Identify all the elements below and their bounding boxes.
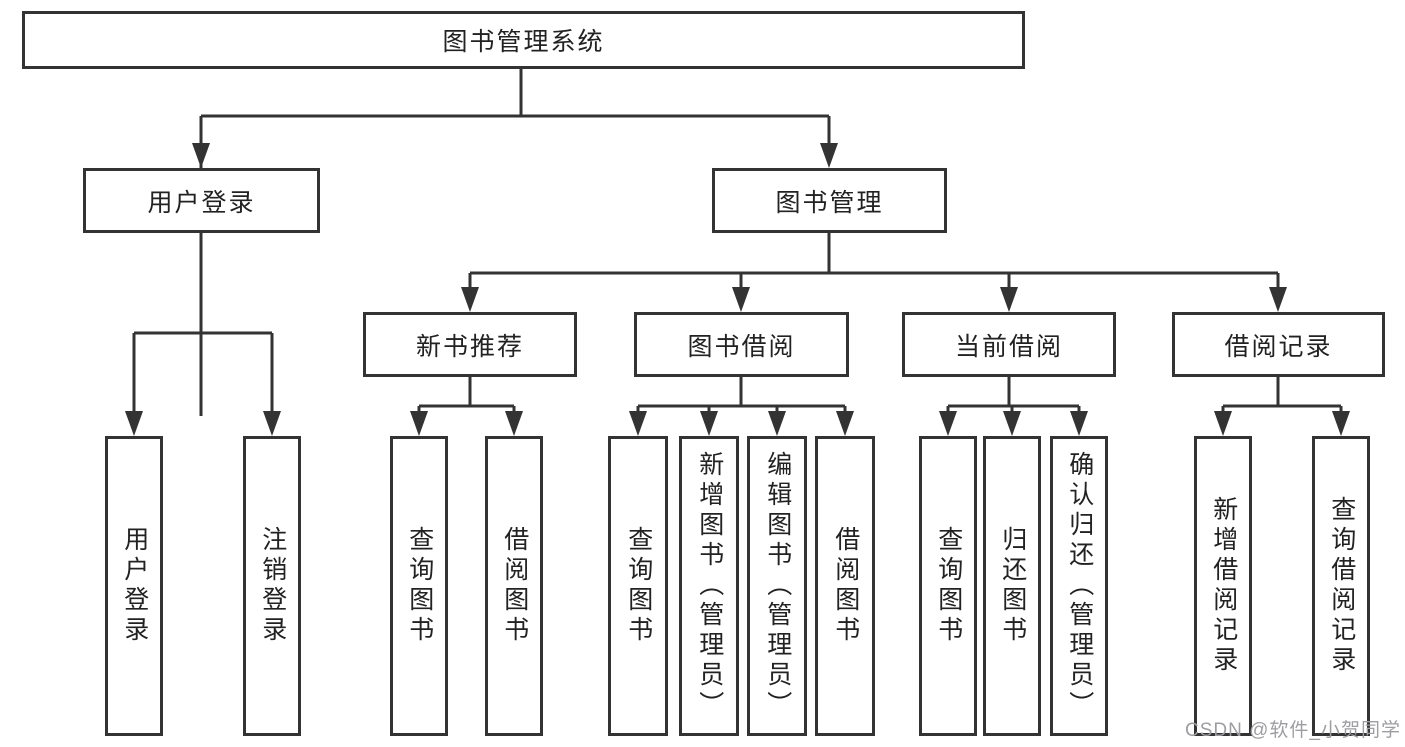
- connector-borrowing-records-children: [1221, 377, 1343, 416]
- connector-new-book-children: [417, 377, 516, 416]
- leaf-logout: 注销登录: [243, 436, 301, 736]
- arrowhead-leaf-logout: [263, 411, 281, 436]
- leaf-add-borrow-record: 新增借阅记录: [1194, 436, 1252, 736]
- arrowhead-book-borrowing: [732, 287, 750, 312]
- csdn-watermark: CSDN @软件_小贺同学: [1185, 720, 1401, 741]
- leaf-query-books-2-label: 查询图书: [624, 526, 653, 646]
- arrowhead-user-login: [192, 143, 210, 168]
- arrowhead-edit-books-admin: [768, 411, 786, 436]
- leaf-query-books-1-label: 查询图书: [405, 526, 434, 646]
- node-new-book-recommendation-label: 新书推荐: [415, 332, 524, 361]
- node-book-management: 图书管理: [712, 168, 947, 233]
- arrowhead-confirm-return-admin: [1070, 411, 1088, 436]
- arrowhead-book-management: [820, 143, 838, 168]
- arrowhead-add-books-admin: [700, 411, 718, 436]
- leaf-query-books-1: 查询图书: [390, 436, 448, 736]
- node-user-login: 用户登录: [83, 168, 320, 233]
- leaf-user-login-label: 用户登录: [120, 526, 149, 646]
- arrowhead-return-books: [1003, 411, 1021, 436]
- arrowhead-new-book-recommendation: [461, 287, 479, 312]
- leaf-logout-label: 注销登录: [258, 526, 287, 646]
- leaf-confirm-return-admin-label: 确认归还（管理员）: [1065, 451, 1094, 721]
- leaf-add-books-admin-label: 新增图书（管理员）: [695, 451, 724, 721]
- leaf-query-books-3: 查询图书: [919, 436, 977, 736]
- leaf-return-books: 归还图书: [983, 436, 1041, 736]
- arrowhead-query-borrow-record: [1332, 411, 1350, 436]
- leaf-confirm-return-admin: 确认归还（管理员）: [1050, 436, 1108, 736]
- node-book-borrowing-label: 图书借阅: [687, 332, 796, 361]
- leaf-borrow-books-1: 借阅图书: [485, 436, 543, 736]
- leaf-edit-books-admin: 编辑图书（管理员）: [747, 436, 807, 736]
- leaf-query-books-2: 查询图书: [608, 436, 668, 736]
- leaf-borrow-books-1-label: 借阅图书: [500, 526, 529, 646]
- connector-book-borrowing-children: [636, 377, 847, 416]
- arrowhead-leaf-user-login: [125, 411, 143, 436]
- arrowhead-add-borrow-record: [1214, 411, 1232, 436]
- leaf-borrow-books-2-label: 借阅图书: [831, 526, 860, 646]
- leaf-user-login: 用户登录: [105, 436, 163, 736]
- node-new-book-recommendation: 新书推荐: [363, 312, 577, 377]
- leaf-add-borrow-record-label: 新增借阅记录: [1209, 496, 1238, 676]
- arrowhead-current-borrowing: [1000, 287, 1018, 312]
- leaf-borrow-books-2: 借阅图书: [815, 436, 875, 736]
- leaf-query-borrow-record-label: 查询借阅记录: [1327, 496, 1356, 676]
- leaf-return-books-label: 归还图书: [998, 526, 1027, 646]
- node-book-borrowing: 图书借阅: [634, 312, 849, 377]
- leaf-add-books-admin: 新增图书（管理员）: [679, 436, 739, 736]
- node-root: 图书管理系统: [22, 11, 1025, 69]
- arrowhead-borrow-books-1: [505, 411, 523, 436]
- arrowhead-borrow-books-2: [836, 411, 854, 436]
- leaf-query-borrow-record: 查询借阅记录: [1312, 436, 1370, 736]
- node-borrowing-records: 借阅记录: [1172, 312, 1385, 377]
- arrowhead-query-books-2: [629, 411, 647, 436]
- leaf-query-books-3-label: 查询图书: [934, 526, 963, 646]
- node-user-login-label: 用户登录: [147, 188, 256, 217]
- node-book-management-label: 图书管理: [775, 188, 884, 217]
- connector-root-to-level2: [199, 69, 831, 416]
- arrowhead-borrowing-records: [1269, 287, 1287, 312]
- node-current-borrowing-label: 当前借阅: [954, 332, 1063, 361]
- connector-current-borrowing-children: [946, 377, 1081, 416]
- arrowhead-query-books-3: [939, 411, 957, 436]
- node-borrowing-records-label: 借阅记录: [1224, 332, 1333, 361]
- node-current-borrowing: 当前借阅: [902, 312, 1116, 377]
- node-root-label: 图书管理系统: [442, 28, 605, 56]
- connector-book-management-children: [468, 233, 1280, 292]
- arrowhead-query-books-1: [410, 411, 428, 436]
- leaf-edit-books-admin-label: 编辑图书（管理员）: [763, 451, 792, 721]
- connector-user-login-children: [132, 233, 274, 416]
